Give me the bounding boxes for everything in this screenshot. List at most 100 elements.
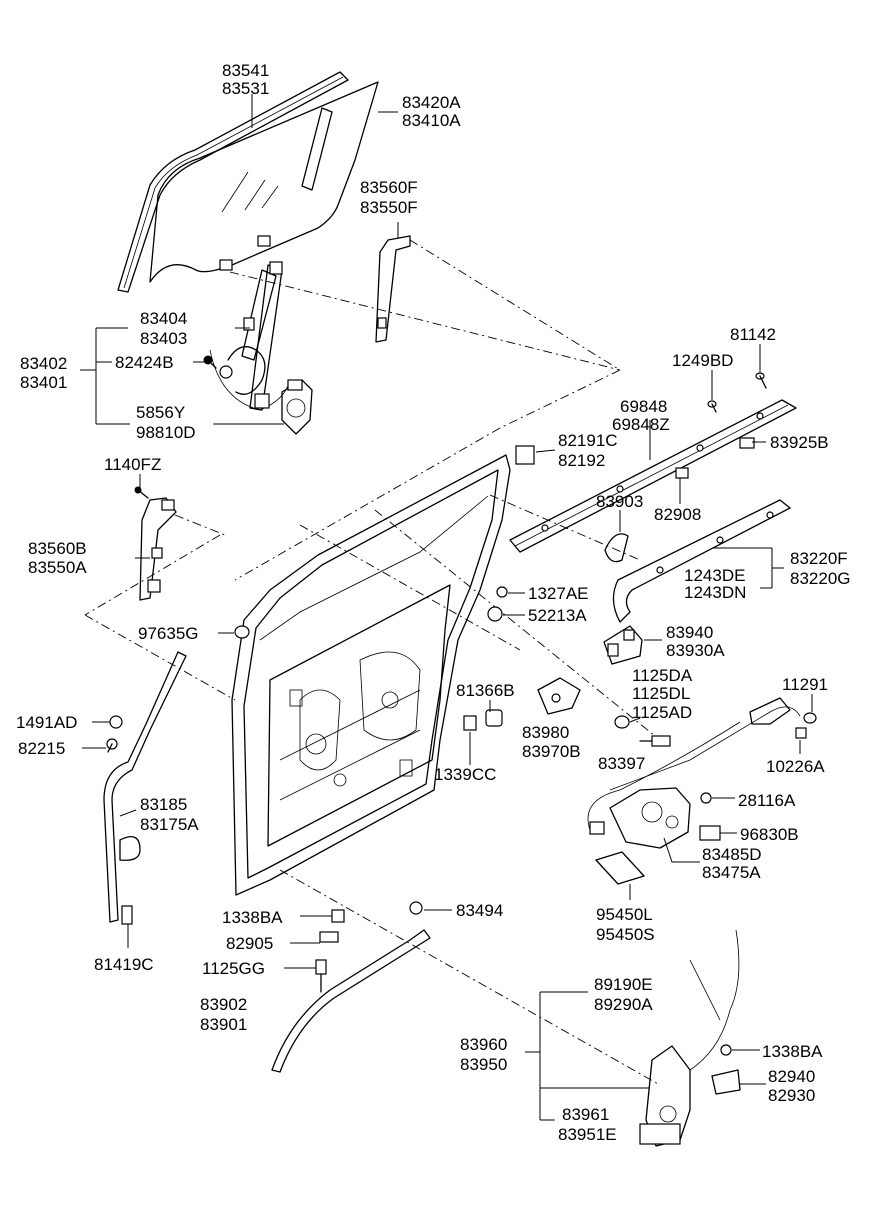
label-82930: 82930 bbox=[768, 1086, 815, 1105]
label-1140fz: 1140FZ bbox=[104, 455, 161, 474]
label-82215: 82215 bbox=[18, 739, 65, 758]
label-5856y: 5856Y bbox=[136, 403, 185, 422]
label-69848: 69848 bbox=[620, 397, 667, 416]
bolt bbox=[803, 712, 817, 724]
lower-rail bbox=[612, 499, 791, 623]
latch-cover bbox=[711, 1069, 741, 1095]
clip bbox=[109, 715, 123, 729]
label-69848z: 69848Z bbox=[612, 415, 670, 434]
label-83951e: 83951E bbox=[558, 1125, 617, 1144]
label-1338ba-top: 1338BA bbox=[222, 908, 283, 927]
label-97635g: 97635G bbox=[138, 624, 199, 643]
label-82908: 82908 bbox=[654, 505, 701, 524]
label-11291: 11291 bbox=[782, 675, 828, 694]
alignment-lines bbox=[84, 239, 661, 1086]
label-98810d: 98810D bbox=[136, 423, 196, 442]
label-1243dn: 1243DN bbox=[684, 583, 746, 602]
label-81142: 81142 bbox=[730, 325, 776, 344]
label-83903: 83903 bbox=[596, 492, 643, 511]
label-83475a: 83475A bbox=[702, 863, 761, 882]
bolt-icon bbox=[639, 735, 671, 747]
label-82905: 82905 bbox=[226, 934, 273, 953]
label-83550a: 83550A bbox=[28, 558, 87, 577]
weatherstrip bbox=[103, 651, 187, 925]
nut bbox=[720, 1044, 732, 1056]
label-83901: 83901 bbox=[200, 1015, 247, 1034]
label-1243de: 1243DE bbox=[684, 566, 745, 585]
roller-assembly bbox=[603, 625, 643, 665]
part-labels: 83541 83531 83420A 83410A 83560F 83550F … bbox=[16, 61, 851, 1144]
label-83402: 83402 bbox=[20, 354, 67, 373]
plug bbox=[234, 625, 250, 639]
washer bbox=[614, 715, 630, 729]
label-83410a: 83410A bbox=[402, 111, 461, 130]
front-channel bbox=[375, 235, 411, 343]
upper-rail bbox=[509, 399, 797, 553]
bolt-icon bbox=[707, 372, 767, 413]
lower-guide-arm bbox=[271, 901, 431, 1073]
label-81366b: 81366B bbox=[456, 681, 515, 700]
label-83494: 83494 bbox=[456, 901, 503, 920]
label-1125ad: 1125AD bbox=[632, 703, 692, 722]
label-95450s: 95450S bbox=[596, 925, 655, 944]
label-83925b: 83925B bbox=[770, 433, 829, 452]
door-glass bbox=[149, 81, 379, 283]
label-83401: 83401 bbox=[20, 373, 67, 392]
cable-bracket bbox=[749, 697, 791, 725]
bolt-icon bbox=[134, 486, 149, 499]
label-83961: 83961 bbox=[562, 1105, 609, 1124]
clip bbox=[675, 467, 689, 479]
switch bbox=[699, 825, 721, 841]
label-83220g: 83220G bbox=[790, 569, 851, 588]
label-1491ad: 1491AD bbox=[16, 713, 77, 732]
nut bbox=[496, 586, 508, 598]
label-83960: 83960 bbox=[460, 1035, 507, 1054]
label-95450l: 95450L bbox=[596, 905, 653, 924]
regulator-motor bbox=[281, 379, 313, 435]
label-83560f: 83560F bbox=[360, 178, 418, 197]
label-1125dl: 1125DL bbox=[632, 684, 690, 703]
label-83902: 83902 bbox=[200, 995, 247, 1014]
label-83175a: 83175A bbox=[140, 815, 199, 834]
label-83950: 83950 bbox=[460, 1055, 507, 1074]
guide-block bbox=[604, 533, 629, 563]
outside-handle bbox=[595, 851, 645, 885]
label-83940: 83940 bbox=[666, 623, 713, 642]
label-1125gg: 1125GG bbox=[202, 959, 265, 978]
label-28116a: 28116A bbox=[738, 791, 796, 810]
label-83560b: 83560B bbox=[28, 539, 87, 558]
label-52213a: 52213A bbox=[528, 606, 587, 625]
label-89290a: 89290A bbox=[594, 995, 653, 1014]
label-82191c: 82191C bbox=[558, 431, 618, 450]
label-83930a: 83930A bbox=[666, 641, 725, 660]
label-83420a: 83420A bbox=[402, 93, 461, 112]
clip-icon bbox=[106, 738, 118, 753]
lower-latch bbox=[639, 929, 740, 1147]
window-run-seal bbox=[117, 71, 349, 293]
label-10226a: 10226A bbox=[766, 757, 825, 776]
label-83404: 83404 bbox=[140, 309, 187, 328]
label-83485d: 83485D bbox=[702, 845, 762, 864]
label-1125da: 1125DA bbox=[632, 666, 693, 685]
stopper bbox=[487, 606, 503, 622]
window-regulator bbox=[209, 261, 291, 411]
label-83397: 83397 bbox=[598, 754, 645, 773]
label-83970b: 83970B bbox=[522, 742, 581, 761]
label-1249bd: 1249BD bbox=[672, 351, 733, 370]
rear-channel bbox=[139, 497, 177, 601]
latch-assembly bbox=[587, 706, 801, 849]
leader-lines bbox=[80, 94, 813, 1121]
nut bbox=[700, 792, 712, 804]
cover-cap bbox=[515, 445, 535, 465]
label-83185: 83185 bbox=[140, 795, 187, 814]
bumper bbox=[485, 709, 503, 727]
bolt bbox=[795, 727, 807, 739]
label-83220f: 83220F bbox=[790, 549, 848, 568]
label-1339cc: 1339CC bbox=[434, 765, 496, 784]
striker bbox=[537, 677, 581, 715]
label-1327ae: 1327AE bbox=[528, 584, 589, 603]
label-81419c: 81419C bbox=[94, 955, 154, 974]
label-82424b: 82424B bbox=[115, 353, 174, 372]
